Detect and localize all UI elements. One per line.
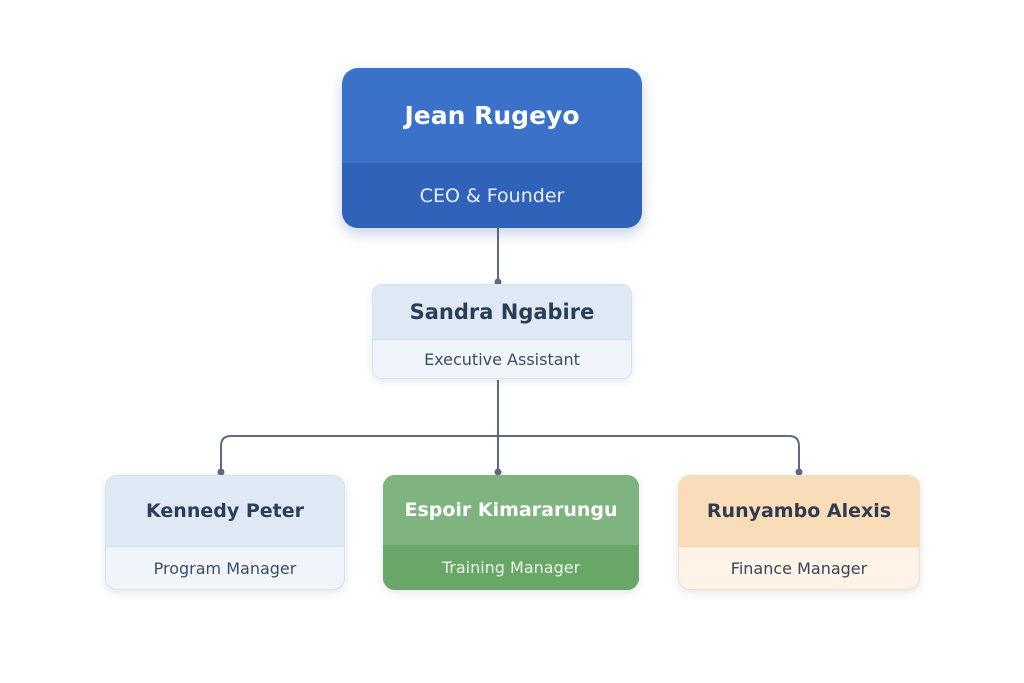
connector-manager-bus bbox=[220, 435, 800, 472]
node-assistant-name: Sandra Ngabire bbox=[373, 285, 631, 339]
node-ceo-role: CEO & Founder bbox=[342, 163, 642, 228]
node-program-manager-role: Program Manager bbox=[106, 546, 344, 589]
node-finance-manager-name: Runyambo Alexis bbox=[679, 476, 919, 546]
node-finance-manager-role: Finance Manager bbox=[679, 546, 919, 589]
connector-dot-finance bbox=[795, 468, 803, 476]
node-assistant-role: Executive Assistant bbox=[373, 339, 631, 378]
node-training-manager: Espoir Kimararungu Training Manager bbox=[383, 475, 639, 590]
node-training-manager-role: Training Manager bbox=[383, 545, 639, 590]
node-ceo: Jean Rugeyo CEO & Founder bbox=[342, 68, 642, 228]
node-executive-assistant: Sandra Ngabire Executive Assistant bbox=[372, 284, 632, 379]
node-ceo-name: Jean Rugeyo bbox=[404, 101, 580, 130]
connector-dot-training bbox=[494, 468, 502, 476]
node-finance-manager: Runyambo Alexis Finance Manager bbox=[678, 475, 920, 590]
node-training-manager-name: Espoir Kimararungu bbox=[383, 475, 639, 545]
node-program-manager-name: Kennedy Peter bbox=[106, 476, 344, 546]
connector-dot-assistant bbox=[494, 278, 502, 286]
node-program-manager: Kennedy Peter Program Manager bbox=[105, 475, 345, 590]
connector-dot-program bbox=[217, 468, 225, 476]
